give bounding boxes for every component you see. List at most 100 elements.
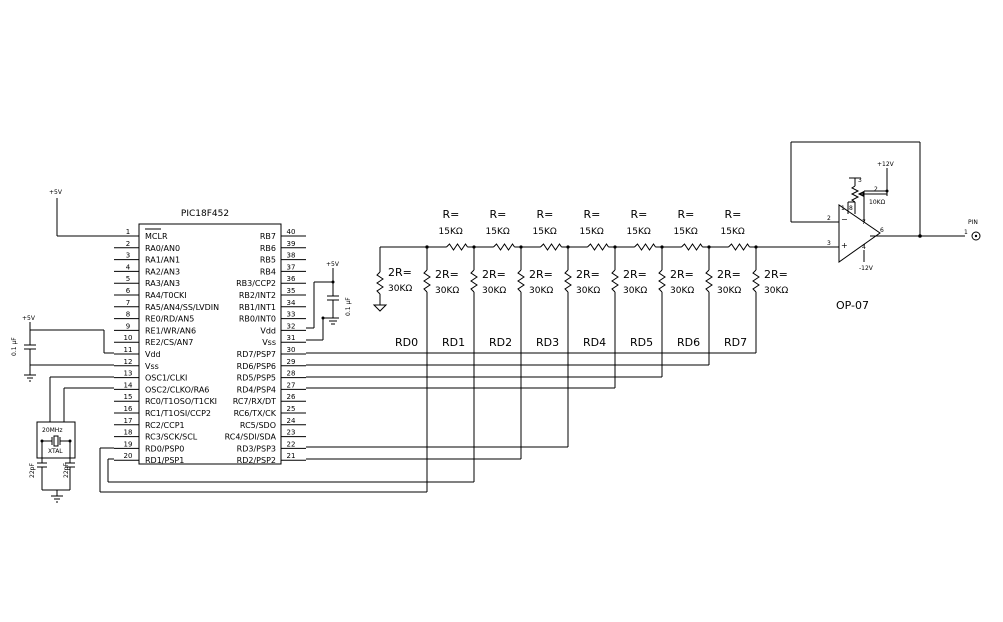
shunt-resistor	[658, 269, 666, 293]
shunt-r-prefix: 2R=	[435, 268, 459, 281]
shunt-r-value: 30KΩ	[623, 286, 647, 296]
opamp-triangle	[838, 204, 881, 263]
opamp-name: OP-07	[836, 299, 869, 312]
bit-label: RD3	[536, 336, 559, 349]
right-pin-name: Vss	[262, 338, 276, 347]
left-pin-name: RA0/AN0	[145, 244, 180, 253]
opamp-pin-null1: 1	[841, 205, 845, 212]
right-pin-name: RC6/TX/CK	[234, 409, 277, 418]
shunt-r-prefix: 2R=	[623, 268, 647, 281]
series-r-value: 15KΩ	[486, 227, 510, 237]
term-2r-prefix: 2R=	[388, 266, 412, 279]
left-pin-number: 7	[126, 299, 130, 307]
left-pin-number: 13	[124, 370, 133, 378]
left-pin-number: 10	[124, 334, 133, 342]
right-pin-name: RB3/CCP2	[236, 279, 276, 288]
right-pin-name: RD2/PSP2	[237, 456, 276, 465]
series-r-value: 15KΩ	[721, 227, 745, 237]
right-decoupling: +5V 0.1 μF	[306, 261, 352, 341]
right-pin-number: 40	[287, 228, 296, 236]
right-pin-name: Vdd	[260, 326, 276, 335]
right-pins: 40RB739RB638RB537RB436RB3/CCP235RB2/INT2…	[225, 228, 306, 465]
right-pin-name: RC7/RX/DT	[233, 397, 276, 406]
left-pin-name: OSC1/CLKI	[145, 374, 187, 383]
right-pin-number: 22	[287, 440, 296, 448]
series-resistor	[681, 243, 703, 251]
r2r-ladder: 2R= 30KΩ 2R=30KΩRD0R=15KΩ2R=30KΩRD1R=15K…	[372, 208, 832, 349]
bit-label: RD5	[630, 336, 653, 349]
right-pin-number: 38	[287, 252, 296, 260]
right-pin-number: 36	[287, 275, 296, 283]
crystal-name: XTAL	[48, 448, 63, 455]
right-pin-name: RB5	[260, 256, 276, 265]
series-resistor	[540, 243, 562, 251]
shunt-r-value: 30KΩ	[717, 286, 741, 296]
series-resistor	[634, 243, 656, 251]
plus5v-label-right: +5V	[326, 261, 340, 268]
right-pin-number: 31	[287, 334, 296, 342]
right-pin-name: RC5/SDO	[240, 421, 276, 430]
right-pin-name: RD4/PSP4	[237, 385, 276, 394]
right-pin-number: 30	[287, 346, 296, 354]
left-pin-name: RD0/PSP0	[145, 444, 184, 453]
shunt-r-value: 30KΩ	[529, 286, 553, 296]
series-resistor	[728, 243, 750, 251]
right-pin-number: 35	[287, 287, 296, 295]
right-pin-number: 32	[287, 322, 296, 330]
left-pin-name: RE0/RD/AN5	[145, 315, 194, 324]
output-pin-label: PIN	[968, 219, 978, 226]
opamp-noninv-sign: +	[841, 241, 848, 250]
right-pin-number: 21	[287, 452, 296, 460]
shunt-r-value: 30KΩ	[764, 286, 788, 296]
right-pin-name: RD7/PSP7	[237, 350, 276, 359]
opamp-stage: − + 2 3 6 1 8 7 4 PIN 1 +12V	[790, 141, 981, 312]
shunt-resistor	[423, 269, 431, 293]
left-pin-name: RE1/WR/AN6	[145, 326, 196, 335]
series-r-prefix: R=	[631, 208, 648, 221]
left-pin-name: RC1/T1OSI/CCP2	[145, 409, 211, 418]
bit-label: RD0	[395, 336, 418, 349]
series-r-prefix: R=	[584, 208, 601, 221]
opamp-pin-inv: 2	[827, 215, 831, 222]
right-pin-name: RD3/PSP3	[237, 444, 276, 453]
right-pin-number: 39	[287, 240, 296, 248]
left-pin-name: OSC2/CLKO/RA6	[145, 385, 209, 394]
shunt-r-value: 30KΩ	[482, 286, 506, 296]
left-pin-number: 14	[124, 381, 133, 389]
right-pin-number: 26	[287, 393, 296, 401]
crystal-cap-left-label: 22pF	[29, 463, 36, 478]
series-r-prefix: R=	[678, 208, 695, 221]
chip-body	[138, 223, 282, 465]
right-pin-number: 37	[287, 263, 296, 271]
mclr-power: +5V	[49, 189, 114, 237]
shunt-r-value: 30KΩ	[435, 286, 459, 296]
left-pin-name: RC3/SCK/SCL	[145, 433, 198, 442]
right-pin-number: 29	[287, 358, 296, 366]
left-pin-name: RC2/CCP1	[145, 421, 185, 430]
left-pin-number: 8	[126, 311, 130, 319]
series-r-value: 15KΩ	[627, 227, 651, 237]
pot-pin-end: 3	[858, 177, 862, 184]
shunt-resistor	[517, 269, 525, 293]
right-pin-number: 25	[287, 405, 296, 413]
left-pin-name: RA5/AN4/SS/LVDIN	[145, 303, 219, 312]
left-pin-number: 4	[126, 263, 131, 271]
left-pin-name: Vdd	[145, 350, 161, 359]
shunt-r-value: 30KΩ	[670, 286, 694, 296]
right-pin-number: 23	[287, 429, 296, 437]
left-pin-name: RA2/AN3	[145, 267, 180, 276]
left-pin-number: 6	[126, 287, 131, 295]
left-pin-number: 12	[124, 358, 133, 366]
term-2r-value: 30KΩ	[388, 284, 412, 294]
decoupling-cap-left-label: 0.1 μF	[11, 337, 18, 356]
plus12v-label: +12V	[877, 161, 895, 168]
series-r-prefix: R=	[725, 208, 742, 221]
right-pin-name: RB0/INT0	[239, 315, 276, 324]
series-r-prefix: R=	[537, 208, 554, 221]
left-decoupling: +5V 0.1 μF	[11, 315, 114, 382]
left-pin-number: 20	[124, 452, 133, 460]
opamp-pin-out: 6	[880, 227, 884, 234]
dport-routing	[99, 294, 757, 493]
bit-label: RD4	[583, 336, 606, 349]
